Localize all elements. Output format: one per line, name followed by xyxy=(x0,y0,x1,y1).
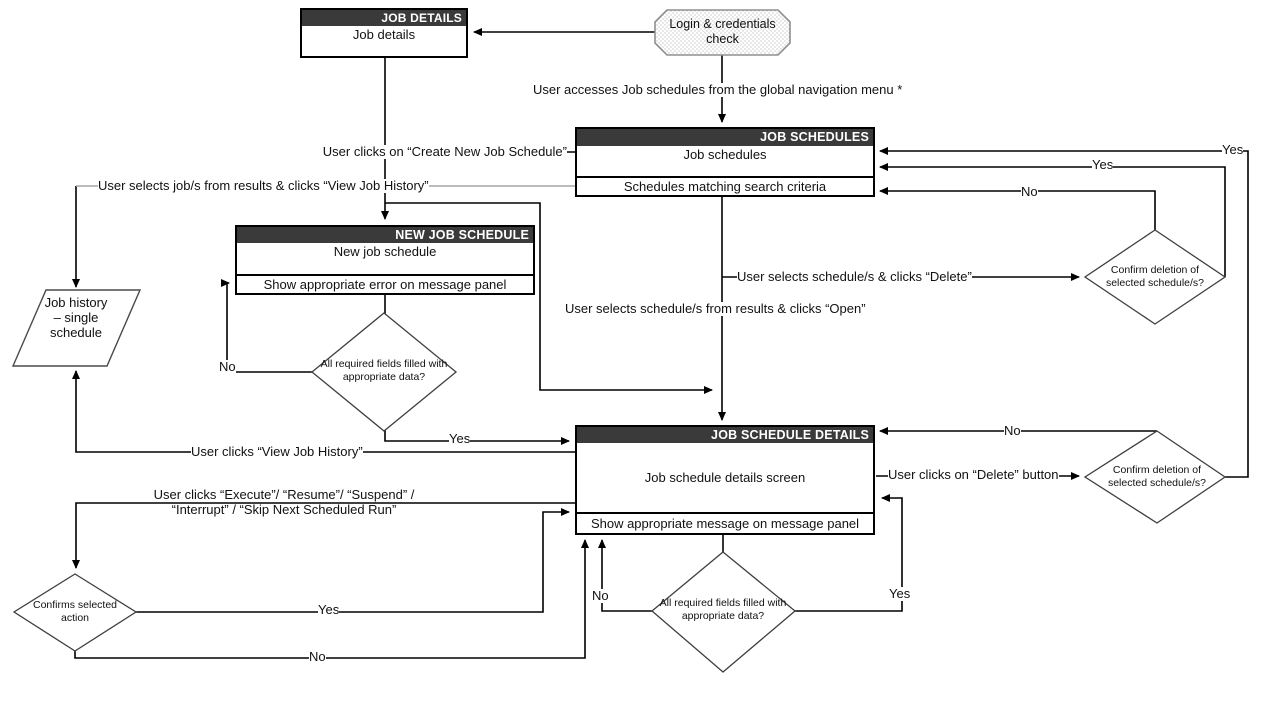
screen-job-details-header: JOB DETAILS xyxy=(302,10,466,26)
screen-job-schedule-details-header: JOB SCHEDULE DETAILS xyxy=(577,427,873,443)
yes-label-confirm-delete-details: Yes xyxy=(1222,142,1244,157)
no-label-confirm-delete-details: No xyxy=(1004,423,1021,438)
screen-job-schedules-body: Job schedules xyxy=(683,147,767,162)
decision-fields-details xyxy=(650,551,797,673)
decision-confirm-delete-schedules xyxy=(1083,229,1227,325)
screen-job-schedules-subrow: Schedules matching search criteria xyxy=(577,176,873,195)
edge-label-create-new: User clicks on “Create New Job Schedule” xyxy=(312,145,567,159)
screen-new-job-schedule-subrow: Show appropriate error on message panel xyxy=(237,274,533,293)
screen-new-job-schedule-body: New job schedule xyxy=(333,244,437,259)
screen-job-details: JOB DETAILS Job details xyxy=(300,8,468,58)
job-history-node-label: Job history – single schedule xyxy=(44,295,108,340)
edge-label-select-open: User selects schedule/s from results & c… xyxy=(565,301,866,316)
no-label-fields-details: No xyxy=(592,588,609,603)
no-label-confirm-delete-schedules: No xyxy=(1021,184,1038,199)
no-label-fields-new: No xyxy=(219,359,236,374)
screen-new-job-schedule: NEW JOB SCHEDULE New job schedule Show a… xyxy=(235,225,535,295)
login-octagon xyxy=(654,9,791,56)
yes-label-fields-details: Yes xyxy=(889,586,911,601)
decision-confirms-action-label: Confirms selected action xyxy=(32,599,118,624)
yes-label-fields-new: Yes xyxy=(449,431,471,446)
screen-job-schedule-details-subrow: Show appropriate message on message pane… xyxy=(577,512,873,533)
edge-label-click-delete-button: User clicks on “Delete” button xyxy=(888,467,1059,482)
yes-label-confirm-delete-schedules: Yes xyxy=(1092,157,1114,172)
no-label-confirms-action: No xyxy=(309,649,326,664)
decision-confirms-action xyxy=(12,573,138,652)
screen-job-schedules: JOB SCHEDULES Job schedules Schedules ma… xyxy=(575,127,875,197)
decision-confirm-delete-schedules-label: Confirm deletion of selected schedule/s? xyxy=(1105,264,1205,289)
screen-job-schedules-header: JOB SCHEDULES xyxy=(577,129,873,146)
decision-fields-details-label: All required fields filled with appropri… xyxy=(659,597,787,622)
decision-fields-new xyxy=(310,312,458,432)
screen-job-schedule-details: JOB SCHEDULE DETAILS Job schedule detail… xyxy=(575,425,875,535)
decision-confirm-delete-details xyxy=(1083,430,1227,524)
decision-fields-new-label: All required fields filled with appropri… xyxy=(320,358,448,383)
decision-confirm-delete-details-label: Confirm deletion of selected schedule/s? xyxy=(1107,464,1207,489)
screen-new-job-schedule-header: NEW JOB SCHEDULE xyxy=(237,227,533,243)
edge-label-select-delete: User selects schedule/s & clicks “Delete… xyxy=(737,269,972,284)
edge-label-click-actions: User clicks “Execute”/ “Resume”/ “Suspen… xyxy=(153,487,415,517)
edge-label-global-nav: User accesses Job schedules from the glo… xyxy=(533,82,903,97)
job-history-parallelogram xyxy=(11,289,142,367)
screen-job-details-body: Job details xyxy=(352,27,416,42)
edge-label-click-view-history: User clicks “View Job History” xyxy=(191,444,363,459)
yes-label-confirms-action: Yes xyxy=(318,602,340,617)
screen-job-schedule-details-body: Job schedule details screen xyxy=(644,470,806,485)
edge-label-select-view-history: User selects job/s from results & clicks… xyxy=(98,178,429,193)
login-node-label: Login & credentials check xyxy=(669,17,776,46)
